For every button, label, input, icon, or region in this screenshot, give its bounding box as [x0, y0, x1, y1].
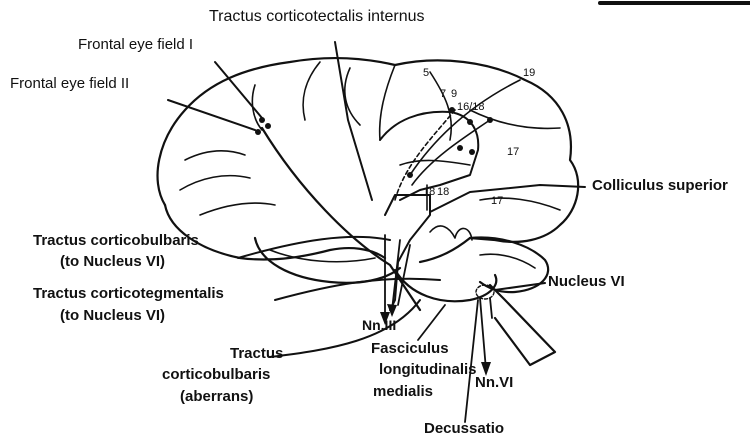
label-nn-iii: Nn.III — [362, 318, 396, 334]
area16-dot — [467, 119, 473, 125]
medial-dot — [407, 172, 413, 178]
nn3-arrow-3 — [398, 245, 410, 305]
label-aberrans: (aberrans) — [180, 389, 253, 406]
label-medialis: medialis — [373, 384, 433, 401]
label-tractus-corticobulbaris: Tractus corticobulbaris — [33, 233, 199, 250]
medulla — [490, 285, 555, 365]
fef1-pointer — [215, 62, 262, 118]
fef1-dot — [259, 117, 265, 123]
label-tractus-corticobulbaris-target: (to Nucleus VI) — [60, 254, 165, 271]
label-nucleus-vi: Nucleus VI — [548, 274, 625, 291]
label-tractus-corticotectalis-internus: Tractus corticotectalis internus — [209, 8, 424, 26]
nn6-arrow — [480, 298, 486, 370]
label-longitudinalis: longitudinalis — [379, 362, 477, 379]
area7-dot — [449, 107, 455, 113]
cerebellum-folia — [480, 254, 535, 268]
label-colliculus-superior: Colliculus superior — [592, 178, 728, 195]
area-9-number: 9 — [451, 88, 457, 100]
nn6-arrow-2 — [490, 298, 492, 318]
area-18-right-number: 18 — [437, 186, 449, 198]
label-tractus-corticotegmentalis-target: (to Nucleus VI) — [60, 308, 165, 325]
area-7-number: 7 — [440, 88, 446, 100]
temporal-lobe — [255, 238, 400, 283]
sulcus-5 — [303, 62, 320, 120]
label-decussatio: Decussatio — [424, 421, 504, 438]
area-5-number: 5 — [423, 67, 429, 79]
label-tractus-aberrans: Tractus — [230, 346, 283, 363]
label-frontal-eye-field-1: Frontal eye field I — [78, 37, 193, 54]
area18-dot-1 — [457, 145, 463, 151]
label-frontal-eye-field-2: Frontal eye field II — [10, 76, 129, 93]
fasciculus-pointer — [418, 305, 445, 340]
sulcus-1 — [185, 151, 245, 160]
area-17-upper-number: 17 — [507, 146, 519, 158]
label-fasciculus: Fasciculus — [371, 341, 449, 358]
area-18-left-number: 18 — [423, 186, 435, 198]
area-16-18-number: 16/18 — [457, 101, 485, 113]
colliculus-bumps — [430, 226, 472, 240]
label-nn-vi: Nn.VI — [475, 375, 513, 392]
area-19-number: 19 — [523, 67, 535, 79]
fef1-dot-2 — [265, 123, 271, 129]
tci-pointer — [335, 42, 372, 200]
area-17-lower-number: 17 — [491, 195, 503, 207]
central-sulcus — [380, 65, 395, 140]
sulcus-3 — [200, 203, 275, 215]
area18-dot-2 — [469, 149, 475, 155]
hemisphere-outline — [158, 58, 579, 262]
fef2-dot — [255, 129, 261, 135]
label-tractus-corticotegmentalis: Tractus corticotegmentalis — [33, 286, 224, 303]
label-corticobulbaris-aberrans: corticobulbaris — [162, 367, 270, 384]
area19-dot — [487, 117, 493, 123]
sulcus-2 — [180, 176, 250, 190]
